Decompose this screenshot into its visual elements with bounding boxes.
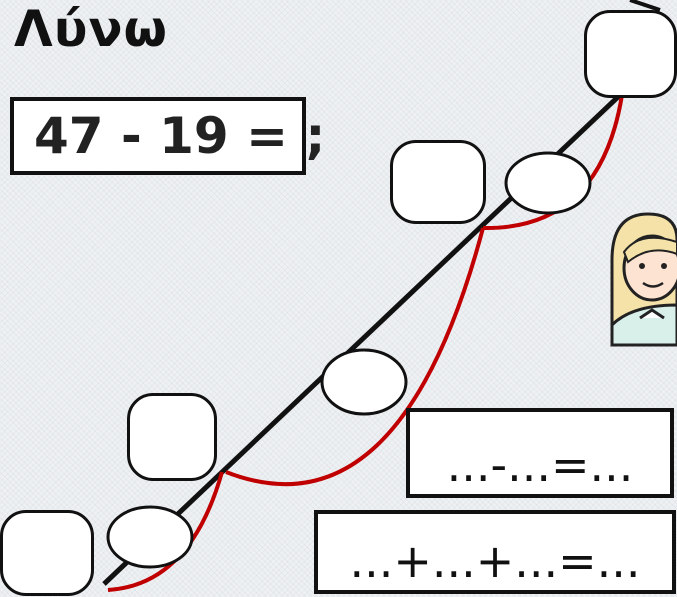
addition-formula: ...+...+...=... xyxy=(349,534,641,588)
answer-box-end[interactable] xyxy=(584,10,677,98)
problem-text: 47 - 19 = ; xyxy=(34,107,326,165)
answer-box-start[interactable] xyxy=(0,510,94,596)
teacher-icon xyxy=(610,212,677,347)
number-line-tail xyxy=(629,0,661,12)
page-title: Λύνω xyxy=(14,0,168,58)
subtraction-formula-box[interactable]: ...-...=... xyxy=(406,408,674,498)
hop-arc-2 xyxy=(225,227,485,487)
addition-formula-box[interactable]: ...+...+...=... xyxy=(314,510,676,594)
jump-oval-1[interactable] xyxy=(106,505,194,569)
problem-box: 47 - 19 = ; xyxy=(10,97,325,175)
answer-box-3[interactable] xyxy=(390,140,486,224)
answer-box-2[interactable] xyxy=(127,393,217,481)
jump-oval-3[interactable] xyxy=(504,151,592,215)
jump-oval-2[interactable] xyxy=(320,348,408,416)
subtraction-formula: ...-...=... xyxy=(446,438,634,492)
